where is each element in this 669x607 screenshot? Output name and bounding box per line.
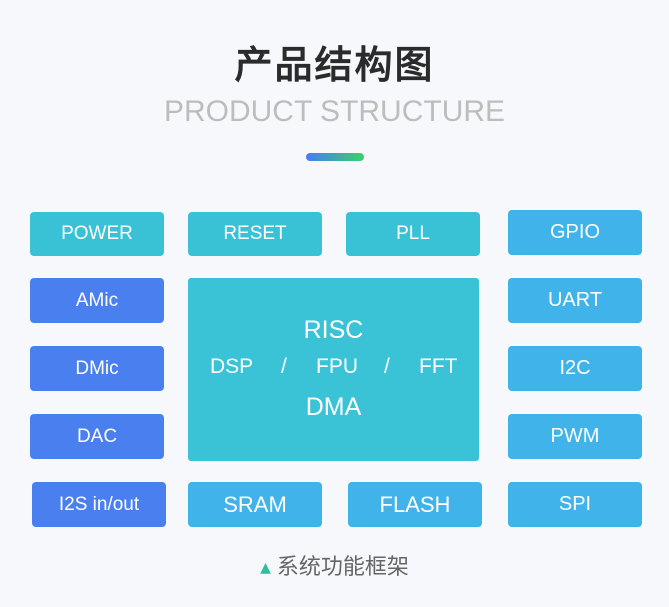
core-dma-label: DMA	[305, 393, 362, 421]
core-risc-label: RISC	[303, 316, 364, 344]
block-sram: SRAM	[188, 482, 322, 527]
block-power: POWER	[30, 212, 164, 256]
block-gpio: GPIO	[508, 210, 642, 255]
block-i2c: I2C	[508, 346, 642, 391]
core-separator-1: /	[281, 355, 287, 378]
core-dsp-label: DSP	[210, 355, 254, 378]
core-fpu-label: FPU	[316, 355, 358, 378]
triangle-up-icon: ▲	[260, 560, 271, 576]
block-amic: AMic	[30, 278, 164, 323]
block-dmic: DMic	[30, 346, 164, 391]
block-dac: DAC	[30, 414, 164, 459]
core-block: RISC DSP / FPU / FFT DMA	[188, 278, 479, 461]
block-reset: RESET	[188, 212, 322, 256]
block-flash: FLASH	[348, 482, 482, 527]
accent-bar	[306, 153, 364, 161]
core-fft-label: FFT	[419, 355, 458, 378]
page-title: 产品结构图	[234, 43, 435, 87]
core-separator-2: /	[384, 355, 390, 378]
caption: ▲ 系统功能框架	[0, 552, 669, 584]
block-i2s: I2S in/out	[32, 482, 166, 527]
block-pwm: PWM	[508, 414, 642, 459]
block-pll: PLL	[346, 212, 480, 256]
block-uart: UART	[508, 278, 642, 323]
page-subtitle: PRODUCT STRUCTURE	[163, 95, 506, 128]
block-spi: SPI	[508, 482, 642, 527]
caption-text: 系统功能框架	[276, 555, 409, 580]
